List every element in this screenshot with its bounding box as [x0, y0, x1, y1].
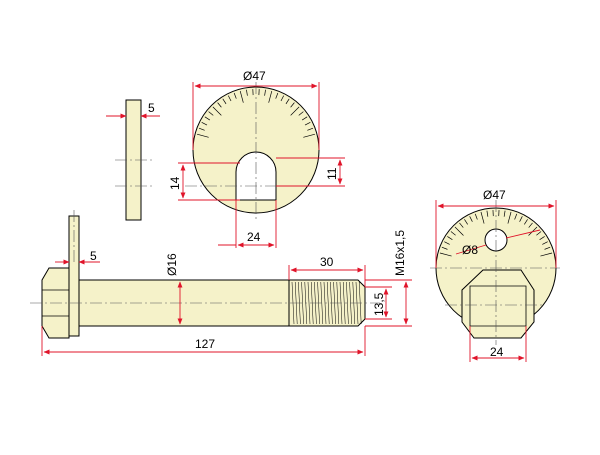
bolt-length-label: 127 [195, 337, 215, 351]
thread-spec-label: M16x1,5 [393, 230, 407, 276]
bolt-side-view: 5 Ø16 30 M16x1,5 13,5 127 [30, 210, 412, 356]
washer-side-view: 5 [106, 100, 160, 220]
thread-length-label: 30 [320, 255, 334, 269]
cam-washer-front-view: Ø47 14 11 24 [168, 69, 345, 248]
cam-slot-height-label: 11 [325, 167, 339, 180]
bolt-head-thickness-label: 5 [90, 249, 97, 263]
cam-slot-width-label: 24 [247, 230, 261, 244]
washer-thickness-label: 5 [148, 101, 155, 115]
nut-cam-hole-label: Ø8 [462, 243, 478, 257]
cam-flat-height-label: 14 [168, 176, 182, 190]
nut-cam-diameter-label: Ø47 [483, 188, 506, 202]
nut-cam-front-view: Ø47 Ø8 24 [430, 188, 560, 362]
hex-nut [462, 270, 534, 338]
bolt-shank-diameter-label: Ø16 [165, 253, 179, 276]
nut-width-label: 24 [490, 345, 504, 359]
thread-minor-label: 13,5 [372, 292, 386, 316]
cam-diameter-label: Ø47 [243, 69, 266, 83]
